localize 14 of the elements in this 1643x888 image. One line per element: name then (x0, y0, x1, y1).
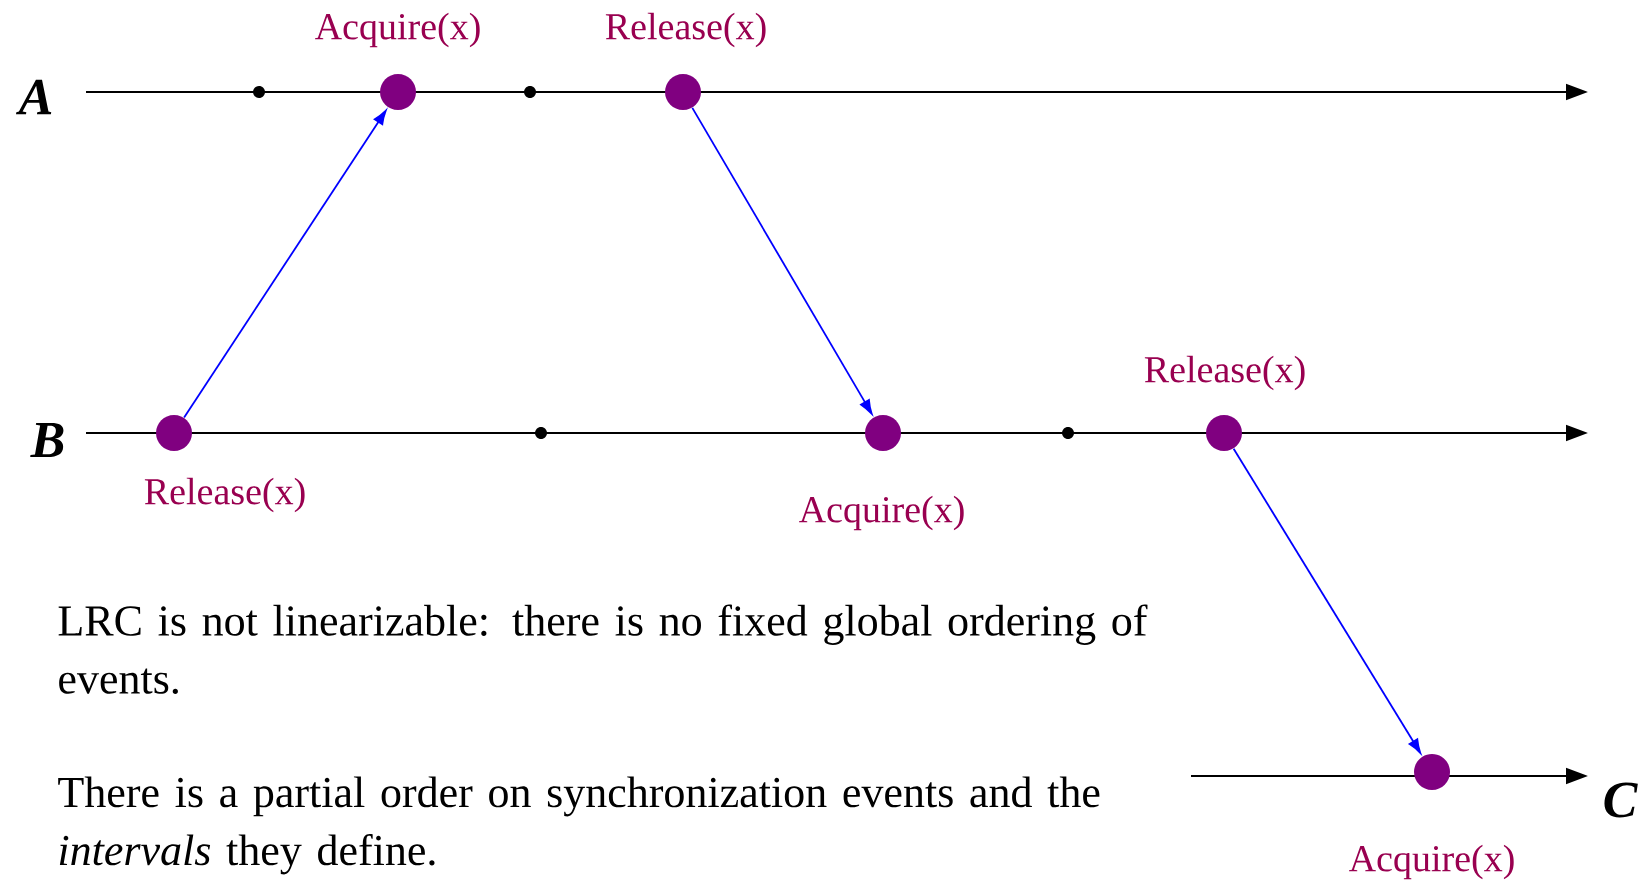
node-label: Acquire(x) (799, 495, 964, 531)
node-label: Acquire(x) (315, 12, 480, 48)
arrow (183, 109, 387, 419)
arrow (1232, 447, 1422, 754)
process-label: B (30, 422, 64, 458)
node-label: Acquire(x) (1349, 844, 1514, 880)
arrow (691, 106, 873, 415)
process-label: C (1604, 782, 1638, 818)
process-label: A (15, 79, 52, 115)
node-label: Release(x) (605, 12, 766, 48)
node-label: Release(x) (144, 477, 305, 513)
note-text: LRC is not linearizable: there is no fixed global ordering of events. (58, 604, 1148, 694)
node-label: Release(x) (1144, 355, 1305, 391)
note-text: There is a partial order on synchronization events and the intervals they define. (58, 776, 1100, 875)
